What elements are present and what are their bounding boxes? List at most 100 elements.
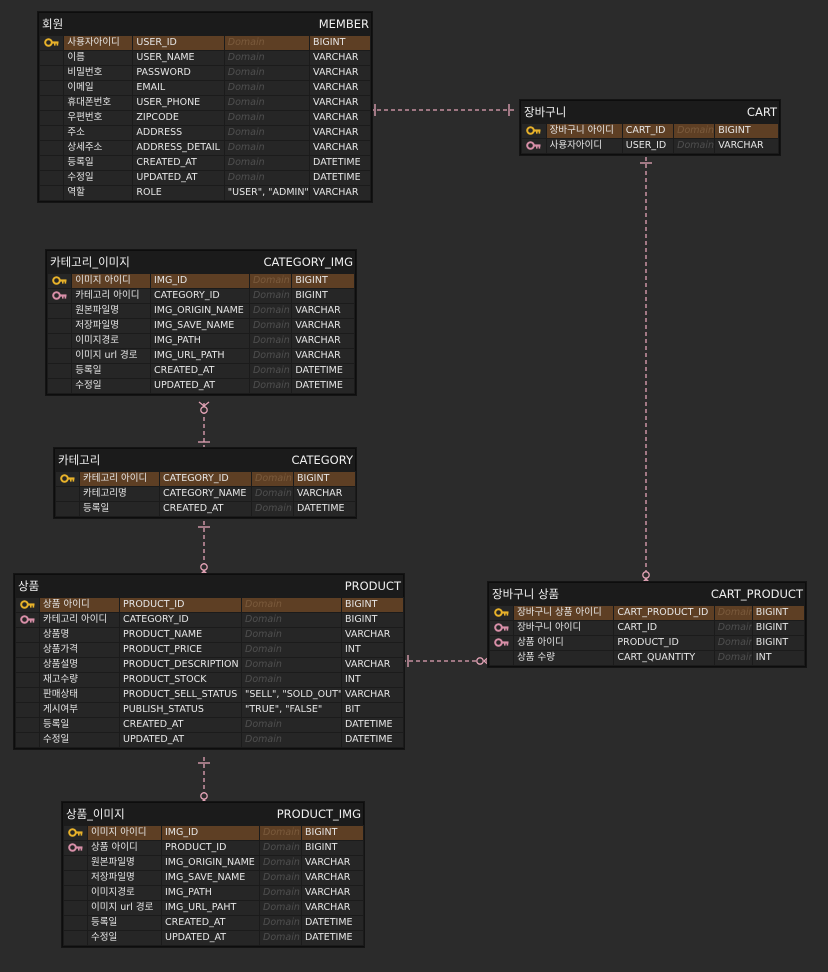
column-type: DATETIME: [341, 717, 404, 733]
column-domain: Domain: [241, 642, 342, 658]
column-type: BIGINT: [301, 825, 364, 841]
column-logical-name: 상품명: [39, 627, 120, 643]
column-logical-name: 이미지 url 경로: [87, 900, 162, 916]
column-physical-name: PRODUCT_PRICE: [119, 642, 242, 658]
column-physical-name: PRODUCT_ID: [613, 635, 715, 651]
column-type: DATETIME: [301, 915, 364, 931]
column-physical-name: USER_NAME: [132, 50, 225, 66]
column-type: VARCHAR: [309, 95, 371, 111]
key-cell: [46, 303, 73, 319]
column-logical-name: 수정일: [71, 378, 151, 394]
column-logical-name: 상품 아이디: [87, 840, 162, 856]
key-cell: [63, 915, 88, 931]
column-logical-name: 카테고리 아이디: [39, 612, 120, 628]
column-type: DATETIME: [309, 155, 371, 171]
column-physical-name: UPDATED_AT: [150, 378, 250, 394]
column-logical-name: 카테고리 아이디: [71, 288, 151, 304]
column-type: INT: [751, 650, 806, 666]
column-logical-name: 주소: [63, 125, 134, 141]
column-physical-name: CATEGORY_ID: [159, 471, 252, 487]
column-physical-name: CREATED_AT: [150, 363, 250, 379]
column-domain: Domain: [259, 915, 302, 931]
entity-physical-name: PRODUCT_IMG: [276, 807, 361, 821]
column-type: DATETIME: [291, 363, 355, 379]
zero-marker: [200, 563, 208, 571]
key-cell: [38, 80, 65, 96]
column-logical-name: 등록일: [71, 363, 151, 379]
column-type: VARCHAR: [309, 50, 371, 66]
entity-logical-name: 카테고리_이미지: [50, 255, 130, 269]
column-type: BIGINT: [751, 635, 806, 651]
many-marker: [198, 401, 205, 407]
column-type: VARCHAR: [309, 65, 371, 81]
column-type: DATETIME: [341, 732, 404, 748]
column-logical-name: 카테고리명: [79, 486, 160, 502]
column-physical-name: CATEGORY_ID: [150, 288, 250, 304]
entity-logical-name: 카테고리: [58, 453, 101, 467]
column-domain: Domain: [241, 627, 342, 643]
column-type: BIGINT: [341, 612, 404, 628]
